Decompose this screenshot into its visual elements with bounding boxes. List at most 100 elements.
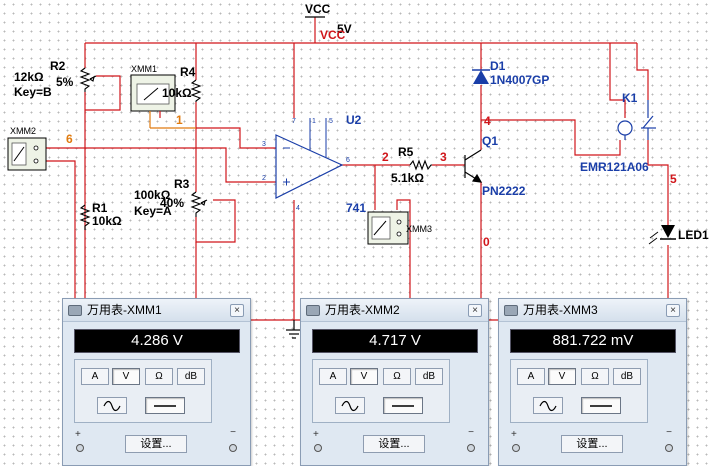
meter-control-panel: A V Ω dB	[312, 359, 450, 423]
positive-terminal-label: +	[75, 429, 81, 440]
close-icon[interactable]: ×	[230, 304, 244, 317]
wires	[43, 17, 669, 321]
negative-terminal[interactable]	[467, 444, 475, 452]
r1-value: 10kΩ	[92, 214, 122, 228]
d1-part: 1N4007GP	[490, 73, 549, 87]
decibel-button[interactable]: dB	[177, 368, 205, 385]
meter-title: 万用表-XMM2	[325, 303, 400, 317]
positive-terminal-label: +	[313, 429, 319, 440]
d1-name: D1	[490, 59, 506, 73]
xmm1-label: XMM1	[131, 64, 157, 74]
multimeter-icon	[306, 305, 320, 316]
meter-control-panel: A V Ω dB	[510, 359, 648, 423]
settings-button[interactable]: 设置...	[125, 435, 187, 453]
close-icon[interactable]: ×	[666, 304, 680, 317]
meter-control-panel: A V Ω dB	[74, 359, 212, 423]
ammeter-button[interactable]: A	[81, 368, 109, 385]
meter-title: 万用表-XMM1	[87, 303, 162, 317]
ammeter-button[interactable]: A	[517, 368, 545, 385]
negative-terminal-label: −	[468, 427, 474, 438]
net-0-label: 0	[483, 235, 490, 249]
k1-part: EMR121A06	[580, 160, 649, 174]
r5-value: 5.1kΩ	[391, 171, 424, 185]
u2-name: U2	[346, 113, 362, 127]
positive-terminal[interactable]	[314, 444, 322, 452]
opamp-pin-3: 3	[262, 141, 266, 148]
r2-key: Key=B	[14, 85, 52, 99]
settings-button[interactable]: 设置...	[561, 435, 623, 453]
r2-value: 12kΩ	[14, 70, 44, 84]
r4-name: R4	[180, 65, 196, 79]
d1-diode[interactable]	[472, 69, 490, 84]
meter-reading: 4.717 V	[312, 329, 478, 353]
dc-mode-button[interactable]	[581, 397, 621, 414]
net-3-label: 3	[440, 150, 447, 164]
dc-mode-button[interactable]	[145, 397, 185, 414]
ground-symbol	[286, 320, 302, 339]
close-icon[interactable]: ×	[468, 304, 482, 317]
negative-terminal[interactable]	[665, 444, 673, 452]
xmm3-label: XMM3	[406, 224, 432, 234]
positive-terminal[interactable]	[512, 444, 520, 452]
ammeter-button[interactable]: A	[319, 368, 347, 385]
r3-percent: 40%	[160, 196, 184, 210]
r2-name: R2	[50, 59, 66, 73]
k1-relay[interactable]	[617, 100, 656, 140]
voltmeter-button[interactable]: V	[112, 368, 140, 385]
vcc-value: 5V	[337, 22, 352, 36]
xmm2-label: XMM2	[10, 126, 36, 136]
r4-value: 10kΩ	[162, 86, 192, 100]
xmm3-multimeter-symbol[interactable]	[367, 211, 409, 245]
k1-name: K1	[622, 91, 638, 105]
ohmmeter-button[interactable]: Ω	[383, 368, 411, 385]
r1-resistor[interactable]	[79, 204, 91, 230]
decibel-button[interactable]: dB	[613, 368, 641, 385]
meter-reading: 4.286 V	[74, 329, 240, 353]
ac-mode-button[interactable]	[533, 397, 563, 414]
sine-wave-icon	[539, 400, 557, 412]
net-5-label: 5	[670, 172, 677, 186]
xmm1-multimeter-symbol[interactable]	[130, 74, 196, 129]
led1-diode[interactable]	[648, 225, 676, 245]
voltmeter-button[interactable]: V	[548, 368, 576, 385]
positive-terminal[interactable]	[76, 444, 84, 452]
meter-title-bar[interactable]: 万用表-XMM3 ×	[499, 299, 686, 322]
r3-potentiometer[interactable]	[190, 191, 208, 217]
q1-name: Q1	[482, 134, 498, 148]
opamp-pin-4: 4	[296, 205, 300, 212]
r4-resistor[interactable]	[190, 79, 202, 102]
r3-value: 100kΩ	[134, 188, 171, 202]
ac-mode-button[interactable]	[335, 397, 365, 414]
meter-title-bar[interactable]: 万用表-XMM1 ×	[63, 299, 250, 322]
r3-name: R3	[174, 177, 190, 191]
dc-line-icon	[392, 405, 414, 407]
settings-button[interactable]: 设置...	[363, 435, 425, 453]
q1-part: PN2222	[482, 184, 526, 198]
negative-terminal[interactable]	[229, 444, 237, 452]
xmm2-multimeter-symbol[interactable]	[7, 137, 47, 171]
net-1-label: 1	[176, 113, 183, 127]
sine-wave-icon	[341, 400, 359, 412]
q1-transistor[interactable]	[464, 149, 483, 183]
r2-percent: 5%	[56, 75, 74, 89]
r2-potentiometer[interactable]	[79, 67, 97, 92]
meter-title-bar[interactable]: 万用表-XMM2 ×	[301, 299, 488, 322]
decibel-button[interactable]: dB	[415, 368, 443, 385]
meter-title: 万用表-XMM3	[523, 303, 598, 317]
vcc-label: VCC	[305, 2, 331, 16]
u2-opamp[interactable]	[275, 118, 344, 199]
u2-part: 741	[346, 201, 366, 215]
multimeter-window-xmm3[interactable]: 万用表-XMM3 × 881.722 mV A V Ω dB + 设置... −	[498, 298, 687, 466]
dc-mode-button[interactable]	[383, 397, 423, 414]
ohmmeter-button[interactable]: Ω	[145, 368, 173, 385]
multimeter-window-xmm2[interactable]: 万用表-XMM2 × 4.717 V A V Ω dB + 设置... −	[300, 298, 489, 466]
ac-mode-button[interactable]	[97, 397, 127, 414]
vcc-net-label: VCC	[320, 28, 346, 42]
multimeter-window-xmm1[interactable]: 万用表-XMM1 × 4.286 V A V Ω dB + 设置... −	[62, 298, 251, 466]
opamp-pin-2: 2	[262, 175, 266, 182]
voltmeter-button[interactable]: V	[350, 368, 378, 385]
ohmmeter-button[interactable]: Ω	[581, 368, 609, 385]
net-2-label: 2	[382, 150, 389, 164]
r5-resistor[interactable]	[409, 159, 432, 171]
